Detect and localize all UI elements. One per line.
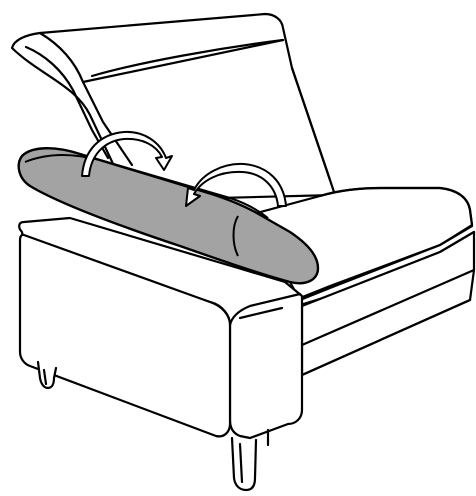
leg-front-right (232, 438, 256, 490)
